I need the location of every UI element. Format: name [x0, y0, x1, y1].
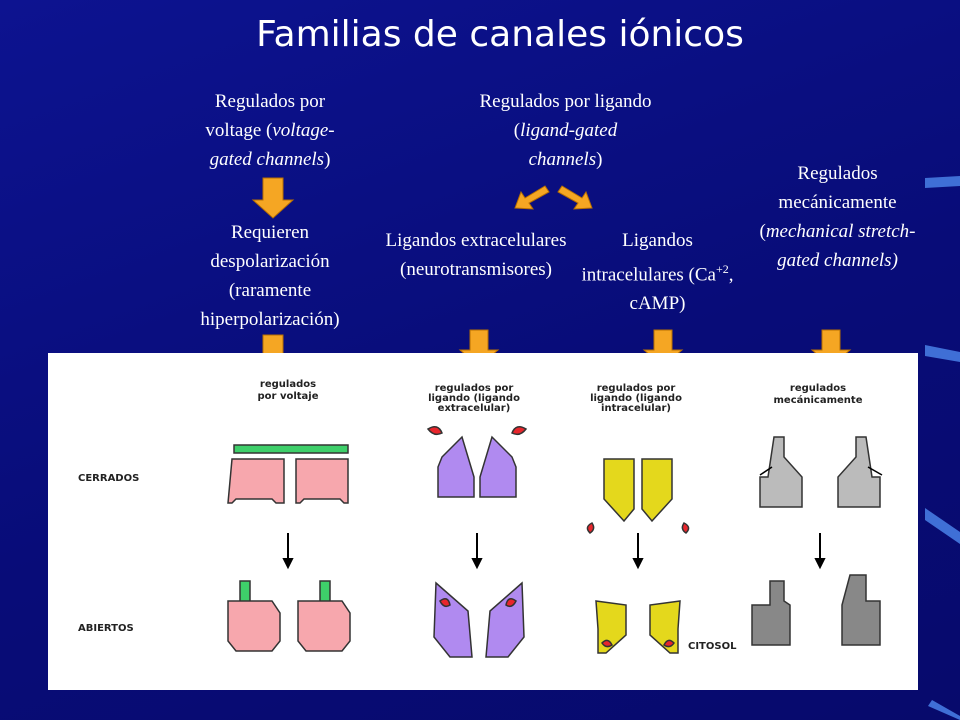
col-voltage-label-1: regulados: [260, 379, 316, 390]
voltage-gated-header: Regulados por voltage (voltage-gated cha…: [205, 91, 335, 170]
col-ligand-int-label-3: intracelular): [601, 403, 671, 414]
ion-channel-figure: regulados por voltaje regulados por liga…: [48, 353, 918, 690]
col-ligand-ext-label-2: ligando (ligando: [428, 393, 520, 404]
ligand-int-channel-closed: [586, 458, 690, 534]
page-title: Familias de canales iónicos: [256, 14, 744, 55]
mechanical-channel-open: [751, 574, 881, 646]
voltage-channel-open: [227, 580, 351, 652]
down-arrow-icon: [251, 177, 295, 219]
col-mechanical-label-2: mecánicamente: [774, 394, 863, 406]
diagonal-right-arrow-icon: [557, 185, 593, 210]
voltage-channel-closed: [227, 444, 349, 504]
mechanical-channel-closed: [759, 436, 883, 508]
state-transition-arrows: [282, 533, 826, 570]
ligand-ext-channel-open: [433, 581, 525, 658]
ligand-ext-channel-closed: [426, 426, 528, 498]
ligand-int-channel-open: [595, 600, 681, 654]
col-ligand-int-label-2: ligando (ligando: [590, 393, 682, 404]
row-closed-label: CERRADOS: [78, 473, 139, 484]
ligand-gated-header: Regulados por ligando (ligand-gated chan…: [479, 91, 652, 170]
col-ligand-ext-label-1: regulados por: [435, 383, 514, 394]
col-voltage-label-2: por voltaje: [258, 391, 319, 402]
extracellular-ligands-text: Ligandos extracelulares (neurotransmisor…: [385, 230, 567, 280]
intracellular-ligands-text: Ligandos intracelulares (Ca+2, cAMP): [581, 230, 734, 315]
voltage-requirement-text: Requieren despolarización (raramente hip…: [200, 222, 340, 330]
mechanical-gated-header: Regulados mecánicamente (mechanical stre…: [759, 163, 916, 271]
col-ligand-int-label-1: regulados por: [597, 383, 676, 394]
col-ligand-ext-label-3: extracelular): [438, 403, 511, 414]
col-mechanical-label-1: regulados: [790, 383, 846, 394]
cytosol-label: CITOSOL: [688, 641, 737, 652]
row-open-label: ABIERTOS: [78, 623, 134, 634]
diagonal-left-arrow-icon: [514, 185, 550, 210]
